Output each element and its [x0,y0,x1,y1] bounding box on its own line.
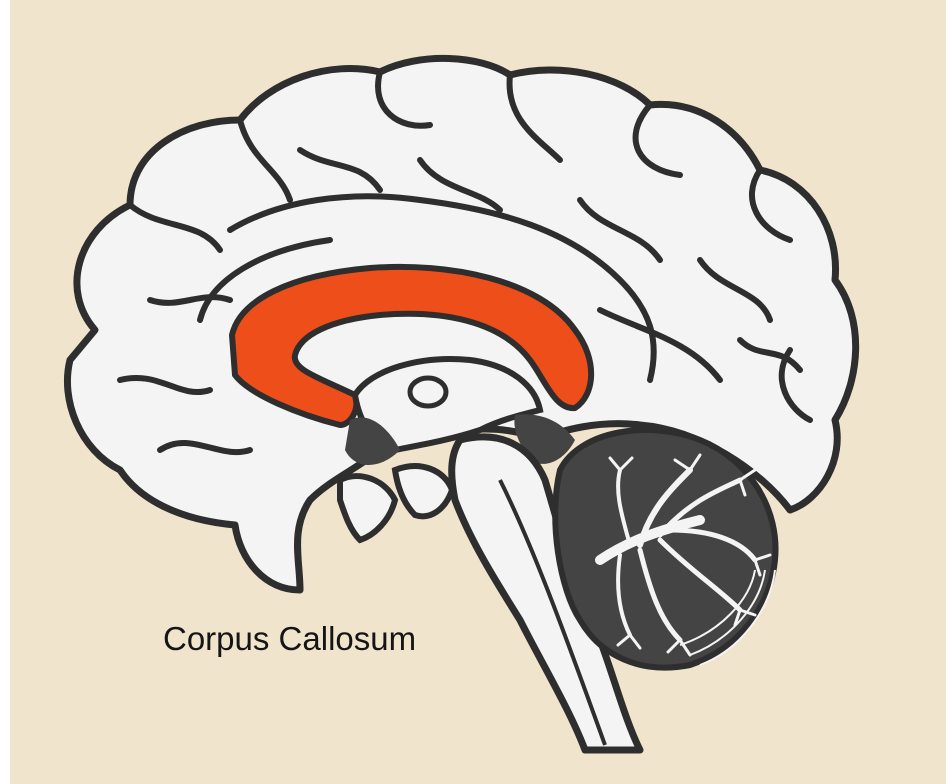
corpus-callosum-label: Corpus Callosum [163,622,416,655]
pituitary-region [340,476,395,540]
mass-intermedia [410,378,446,406]
optic-region [395,466,452,516]
